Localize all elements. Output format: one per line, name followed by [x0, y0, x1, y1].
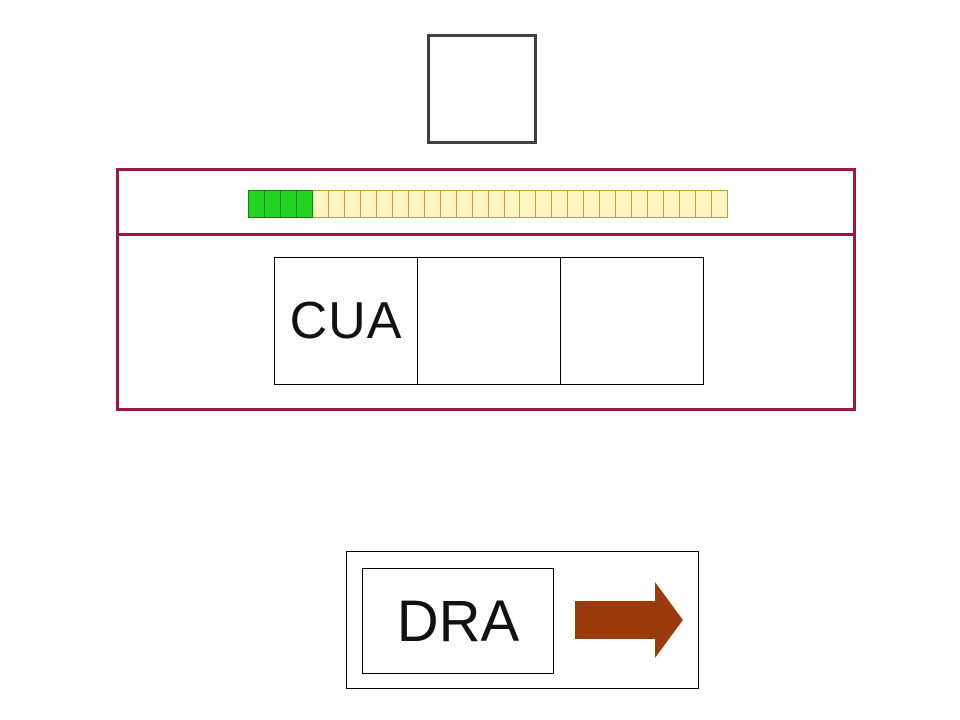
sequence-panel: CUA: [116, 168, 856, 411]
progress-segment-empty: [520, 190, 537, 218]
codon-slot-1[interactable]: CUA: [274, 257, 418, 385]
progress-segment-empty: [408, 190, 425, 218]
progress-segment-filled: [248, 190, 265, 218]
progress-segment-empty: [392, 190, 409, 218]
progress-segment-empty: [696, 190, 713, 218]
progress-segment-empty: [312, 190, 329, 218]
codon-slot-3[interactable]: [560, 257, 704, 385]
codon-slots: CUA: [274, 257, 704, 385]
progress-segment-empty: [552, 190, 569, 218]
progress-segment-filled: [296, 190, 313, 218]
progress-segment-empty: [536, 190, 553, 218]
progress-segment-empty: [376, 190, 393, 218]
answer-box[interactable]: DRA: [362, 568, 554, 674]
progress-bar: [248, 190, 729, 218]
progress-segment-filled: [280, 190, 297, 218]
progress-segment-empty: [472, 190, 489, 218]
answer-area: DRA: [346, 551, 699, 689]
progress-segment-empty: [344, 190, 361, 218]
progress-segment-empty: [584, 190, 601, 218]
progress-segment-empty: [328, 190, 345, 218]
progress-segment-empty: [648, 190, 665, 218]
progress-segment-empty: [440, 190, 457, 218]
progress-segment-empty: [664, 190, 681, 218]
arrow-right-icon: [575, 582, 683, 658]
progress-segment-empty: [504, 190, 521, 218]
progress-segment-empty: [600, 190, 617, 218]
progress-segment-empty: [632, 190, 649, 218]
target-box: [427, 34, 537, 144]
codon-slot-2[interactable]: [417, 257, 561, 385]
progress-segment-empty: [616, 190, 633, 218]
progress-segment-empty: [712, 190, 729, 218]
panel-divider: [119, 233, 853, 236]
next-button[interactable]: [573, 580, 685, 660]
progress-segment-empty: [424, 190, 441, 218]
progress-segment-filled: [264, 190, 281, 218]
progress-segment-empty: [488, 190, 505, 218]
progress-segment-empty: [456, 190, 473, 218]
progress-segment-empty: [680, 190, 697, 218]
progress-segment-empty: [360, 190, 377, 218]
progress-segment-empty: [568, 190, 585, 218]
